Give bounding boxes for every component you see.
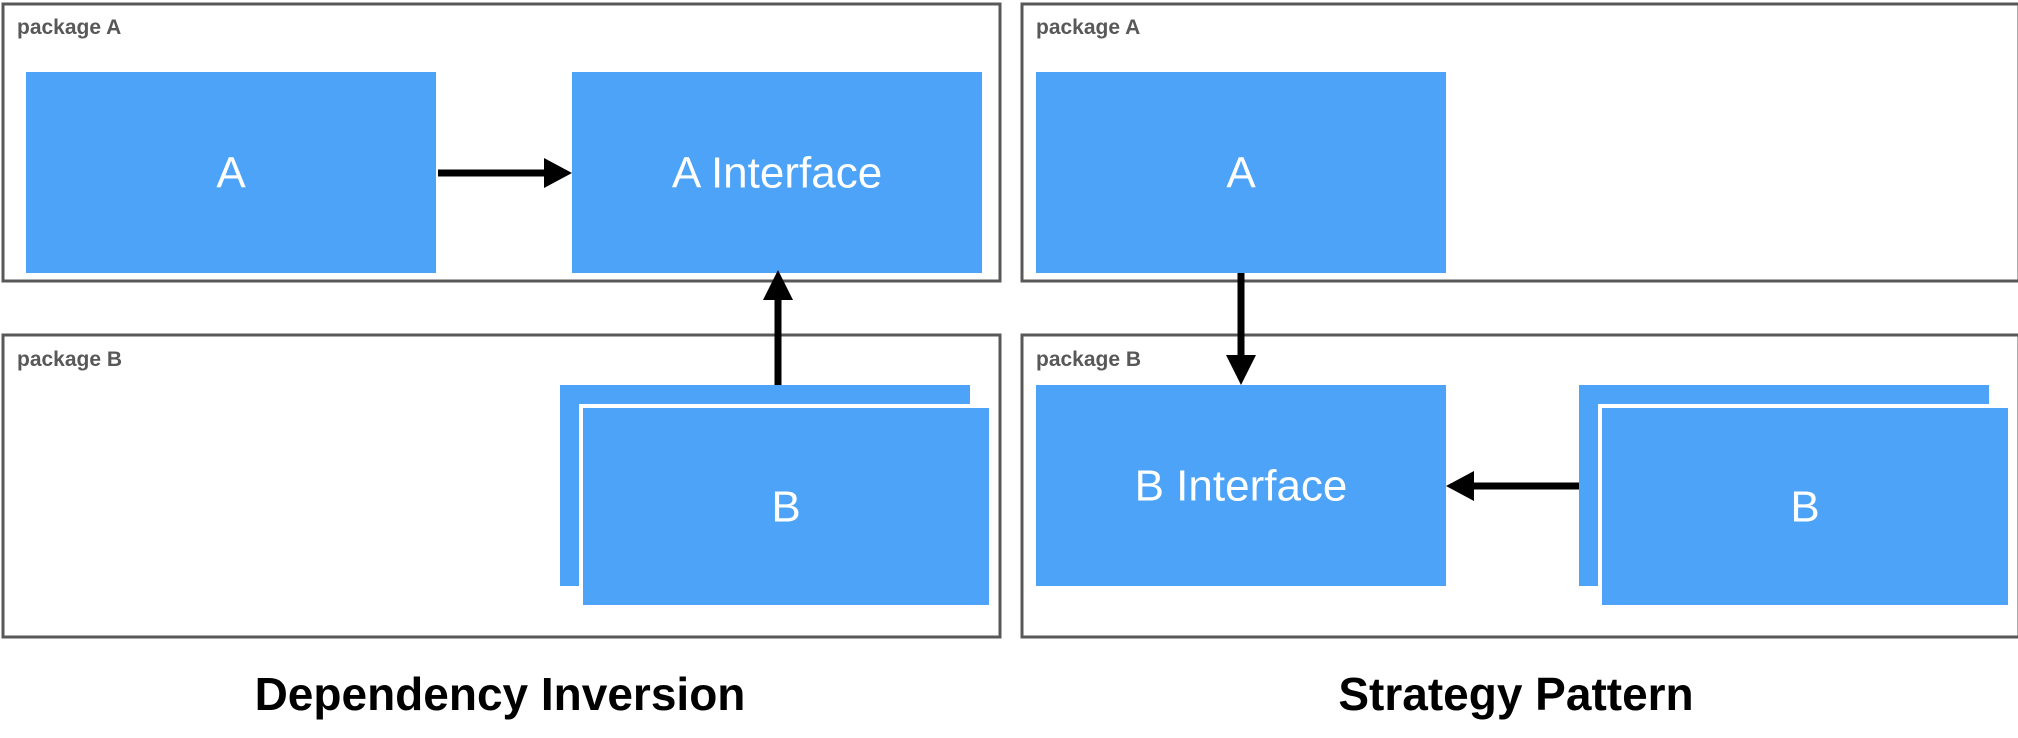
diagram-strategy-pattern: package A A package B B Interface xyxy=(1020,2,2018,720)
node-right-b-interface-rect[interactable] xyxy=(1036,385,1446,586)
node-right-b-label: B xyxy=(1790,483,1819,532)
arrow-right-b-to-b-interface-head xyxy=(1446,471,1474,501)
node-right-a-rect[interactable] xyxy=(1036,72,1446,273)
node-right-a[interactable]: A xyxy=(1036,72,1446,273)
arrow-right-a-to-b-interface xyxy=(1226,273,1256,385)
node-left-a-rect[interactable] xyxy=(26,72,436,273)
arrow-right-a-to-b-interface-head xyxy=(1226,355,1256,385)
arrow-left-a-to-a-interface-head xyxy=(544,158,572,188)
node-right-b-interface[interactable]: B Interface xyxy=(1036,385,1446,586)
node-right-b[interactable]: B xyxy=(1579,385,2012,609)
package-left-a-label: package A xyxy=(17,16,121,39)
node-right-b-interface-label: B Interface xyxy=(1135,462,1348,511)
node-left-a-label: A xyxy=(216,149,246,198)
node-left-a[interactable]: A xyxy=(26,72,436,273)
node-left-a-interface[interactable]: A Interface xyxy=(572,72,982,273)
node-left-b[interactable]: B xyxy=(560,385,993,609)
package-right-a-label: package A xyxy=(1036,16,1140,39)
node-left-a-interface-rect[interactable] xyxy=(572,72,982,273)
arrow-left-b-to-a-interface xyxy=(763,270,793,385)
node-right-a-label: A xyxy=(1226,149,1256,198)
caption-strategy-pattern: Strategy Pattern xyxy=(1338,668,1693,720)
node-left-b-label: B xyxy=(771,483,800,532)
package-right-b-label: package B xyxy=(1036,348,1141,371)
arrow-right-b-to-b-interface xyxy=(1446,471,1579,501)
node-left-a-interface-label: A Interface xyxy=(672,149,882,198)
arrow-left-a-to-a-interface xyxy=(438,158,572,188)
diagram-dependency-inversion: package A A A Interface package B xyxy=(1,2,1002,720)
node-right-b-rect-front[interactable] xyxy=(1598,404,2012,609)
caption-dependency-inversion: Dependency Inversion xyxy=(255,668,746,720)
package-left-b-label: package B xyxy=(17,348,122,371)
node-left-b-rect-front[interactable] xyxy=(579,404,993,609)
arrow-left-b-to-a-interface-head xyxy=(763,270,793,300)
